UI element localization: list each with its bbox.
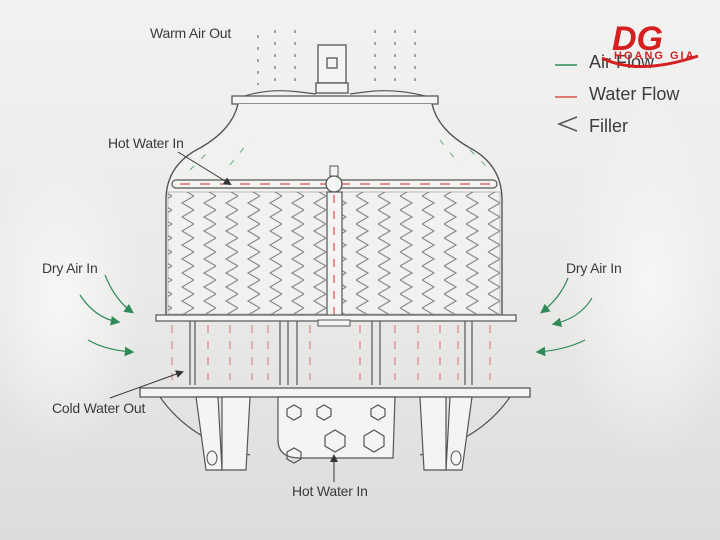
svg-text:DG: DG — [612, 20, 663, 58]
pipe-fittings — [286, 404, 386, 464]
label-cold-water-out: Cold Water Out — [52, 400, 146, 416]
warm-air-dashes — [257, 30, 416, 85]
label-warm-air-out: Warm Air Out — [150, 25, 232, 41]
label-hot-water-in-bottom: Hot Water In — [292, 483, 368, 499]
air-flow-dash-icon — [555, 52, 581, 73]
fan-motor — [315, 44, 349, 94]
filler-chevron-icon — [555, 114, 581, 139]
legend-water-flow: Water Flow — [555, 78, 679, 110]
label-hot-water-in-top: Hot Water In — [108, 135, 184, 151]
filler-right — [341, 191, 501, 315]
label-dry-air-in-left: Dry Air In — [42, 260, 98, 276]
cold-water-basin — [139, 387, 531, 398]
filler-left — [167, 191, 329, 315]
dg-logo-icon: DG — [601, 20, 699, 69]
legend-filler: Filler — [555, 110, 679, 142]
logo-text: HOANG GIA — [614, 50, 696, 62]
fan-deck — [231, 95, 439, 105]
water-flow-dash-icon — [555, 84, 581, 105]
label-dry-air-in-right: Dry Air In — [566, 260, 622, 276]
